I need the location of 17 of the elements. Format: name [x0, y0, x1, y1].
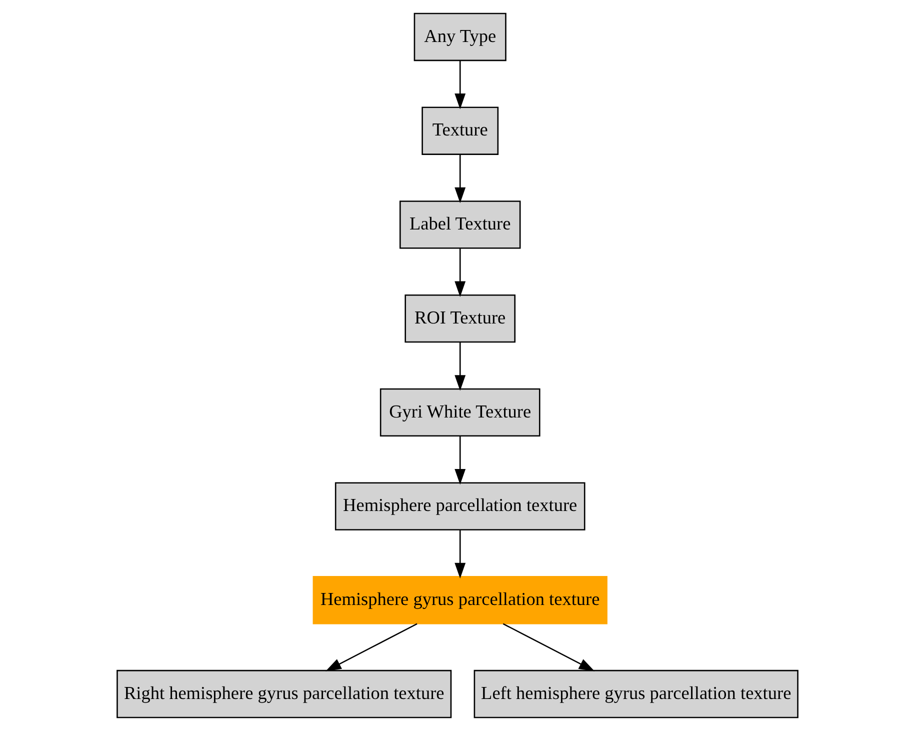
arrow	[454, 342, 466, 391]
node-box: Right hemisphere gyrus parcellation texture	[116, 670, 452, 718]
arrow	[502, 623, 594, 672]
node-box: Label Texture	[398, 200, 520, 249]
arrow	[454, 60, 466, 110]
node-box: Any Type	[413, 12, 506, 62]
node-box: Texture	[421, 106, 498, 155]
arrow	[454, 436, 466, 485]
arrow	[454, 248, 466, 297]
node-box: Hemisphere parcellation texture	[334, 482, 585, 530]
node-box: Gyri White Texture	[379, 388, 540, 437]
arrow	[454, 154, 466, 204]
node-box: ROI Texture	[404, 294, 516, 343]
arrow	[454, 530, 466, 579]
arrow	[325, 623, 417, 672]
node-box: Hemisphere gyrus parcellation texture	[312, 576, 607, 624]
node-box: Left hemisphere gyrus parcellation texture	[473, 670, 798, 718]
